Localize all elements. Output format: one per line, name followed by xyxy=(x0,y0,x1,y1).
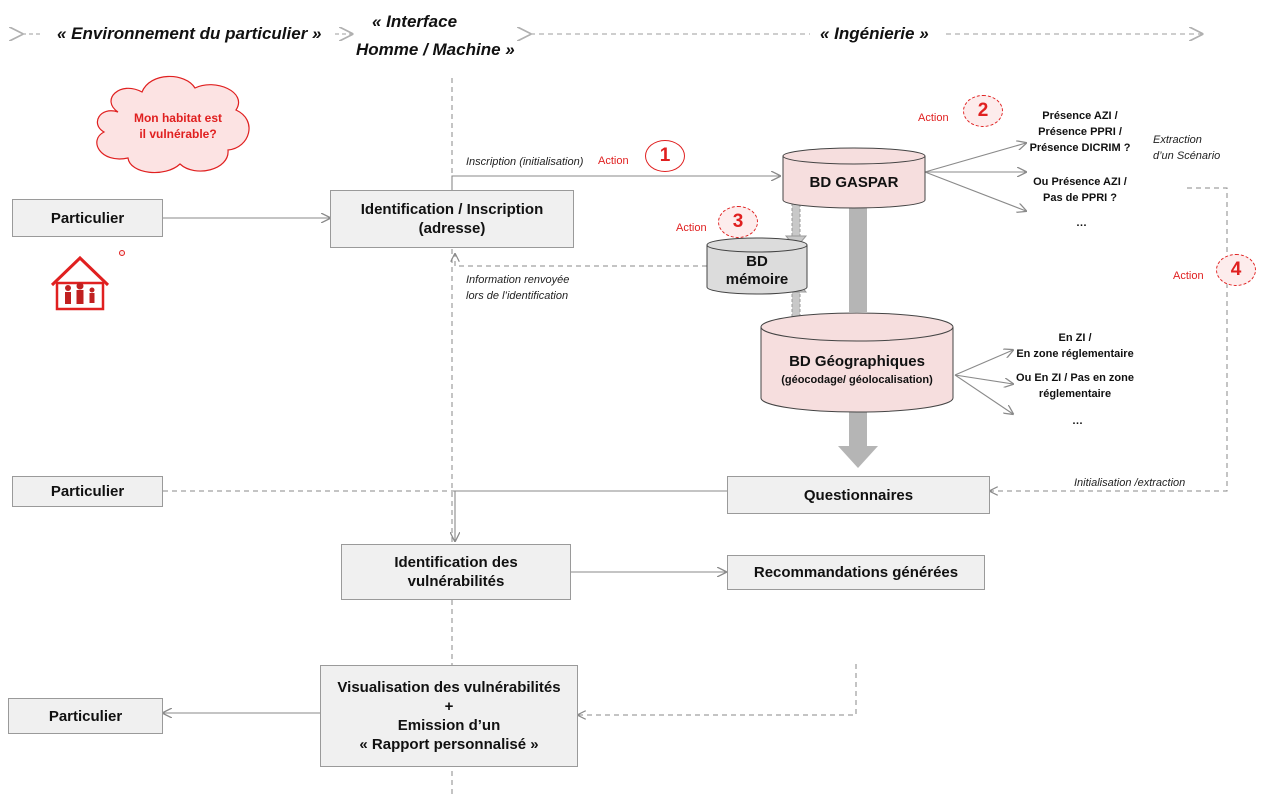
geo-out-4: réglementaire xyxy=(1038,388,1112,400)
db-geo-line2: (géocodage/ géolocalisation) xyxy=(781,374,933,386)
header-interface-line2: Homme / Machine » xyxy=(356,40,515,59)
header-environnement: « Environnement du particulier » xyxy=(57,24,322,43)
dashed-connectors xyxy=(163,187,1228,715)
geo-out-2: En zone réglementaire xyxy=(1016,348,1134,360)
vuln-line2: vulnérabilités xyxy=(407,573,505,590)
db-memoire-line2: mémoire xyxy=(725,271,789,288)
db-gaspar xyxy=(782,147,926,209)
action-label-4: Action xyxy=(1173,270,1204,282)
identification-line2: (adresse) xyxy=(418,220,486,237)
gaspar-out-3: Présence DICRIM ? xyxy=(1029,142,1131,154)
geo-out-ellipsis: … xyxy=(1072,415,1083,427)
visu-line4: « Rapport personnalisé » xyxy=(359,736,539,753)
cloud-question: Mon habitat est il vulnérable? xyxy=(118,110,238,142)
cloud-line1: Mon habitat est xyxy=(133,111,222,125)
label-extraction-line2: d’un Scénario xyxy=(1153,150,1221,162)
gaspar-outputs-alt: Ou Présence AZI / Pas de PPRI ? xyxy=(1020,174,1140,206)
action-badge-4: 4 xyxy=(1216,254,1256,286)
label-info-line1: Information renvoyée xyxy=(466,274,570,286)
particulier-box-bottom: Particulier xyxy=(8,698,163,734)
label-init-extraction: Initialisation /extraction xyxy=(1074,477,1186,489)
gaspar-out-2: Présence PPRI / xyxy=(1038,126,1122,138)
label-extraction-line1: Extraction xyxy=(1153,134,1202,146)
action-badge-3: 3 xyxy=(718,206,758,238)
action-label-2: Action xyxy=(918,112,949,124)
visu-line1: Visualisation des vulnérabilités xyxy=(337,679,561,696)
header-ingenierie: « Ingénierie » xyxy=(820,24,929,43)
db-geographiques xyxy=(760,312,954,413)
particulier-box-middle: Particulier xyxy=(12,476,163,507)
particulier-box-top: Particulier xyxy=(12,199,163,237)
solid-connectors xyxy=(163,143,1026,713)
recommandations-box: Recommandations générées xyxy=(727,555,985,590)
action-label-1: Action xyxy=(598,155,629,167)
header-interface-line1: « Interface xyxy=(372,12,458,31)
action-label-3: Action xyxy=(676,222,707,234)
geo-out-3: Ou En ZI / Pas en zone xyxy=(1016,372,1134,384)
label-inscription: Inscription (initialisation) xyxy=(466,156,584,168)
gaspar-out-1: Présence AZI / xyxy=(1042,110,1118,122)
gaspar-outputs: Présence AZI / Présence PPRI / Présence … xyxy=(1020,108,1140,156)
db-memoire-label: BD mémoire xyxy=(707,253,807,289)
identification-vulnerabilites-box: Identification des vulnérabilités xyxy=(341,544,571,600)
visu-line3: Emission d’un xyxy=(397,717,501,734)
gaspar-out-4: Ou Présence AZI / xyxy=(1033,176,1127,188)
identification-line1: Identification / Inscription xyxy=(360,201,544,218)
questionnaires-box: Questionnaires xyxy=(727,476,990,514)
geo-outputs-alt: Ou En ZI / Pas en zone réglementaire xyxy=(1010,370,1140,402)
db-gaspar-label: BD GASPAR xyxy=(809,174,899,191)
action-badge-1: 1 xyxy=(645,140,685,172)
geo-out-1: En ZI / xyxy=(1058,332,1092,344)
identification-inscription-box: Identification / Inscription (adresse) xyxy=(330,190,574,248)
label-info-line2: lors de l’identification xyxy=(466,290,569,302)
cloud-line2: il vulnérable? xyxy=(139,127,217,141)
gaspar-out-5: Pas de PPRI ? xyxy=(1043,192,1117,204)
db-geo-line1: BD Géographiques xyxy=(789,353,925,370)
db-memoire xyxy=(706,237,808,295)
geo-outputs: En ZI / En zone réglementaire xyxy=(1010,330,1140,362)
visualisation-rapport-box: Visualisation des vulnérabilités + Emiss… xyxy=(320,665,578,767)
gaspar-out-ellipsis: … xyxy=(1076,217,1087,229)
vuln-line1: Identification des xyxy=(394,554,518,571)
db-geo-label: BD Géographiques (géocodage/ géolocalisa… xyxy=(761,352,953,388)
main-flow-arrow xyxy=(838,197,878,468)
db-memoire-line1: BD xyxy=(746,253,768,270)
action-badge-2: 2 xyxy=(963,95,1003,127)
house-family-icon xyxy=(50,255,110,311)
visu-line2: + xyxy=(444,698,454,715)
